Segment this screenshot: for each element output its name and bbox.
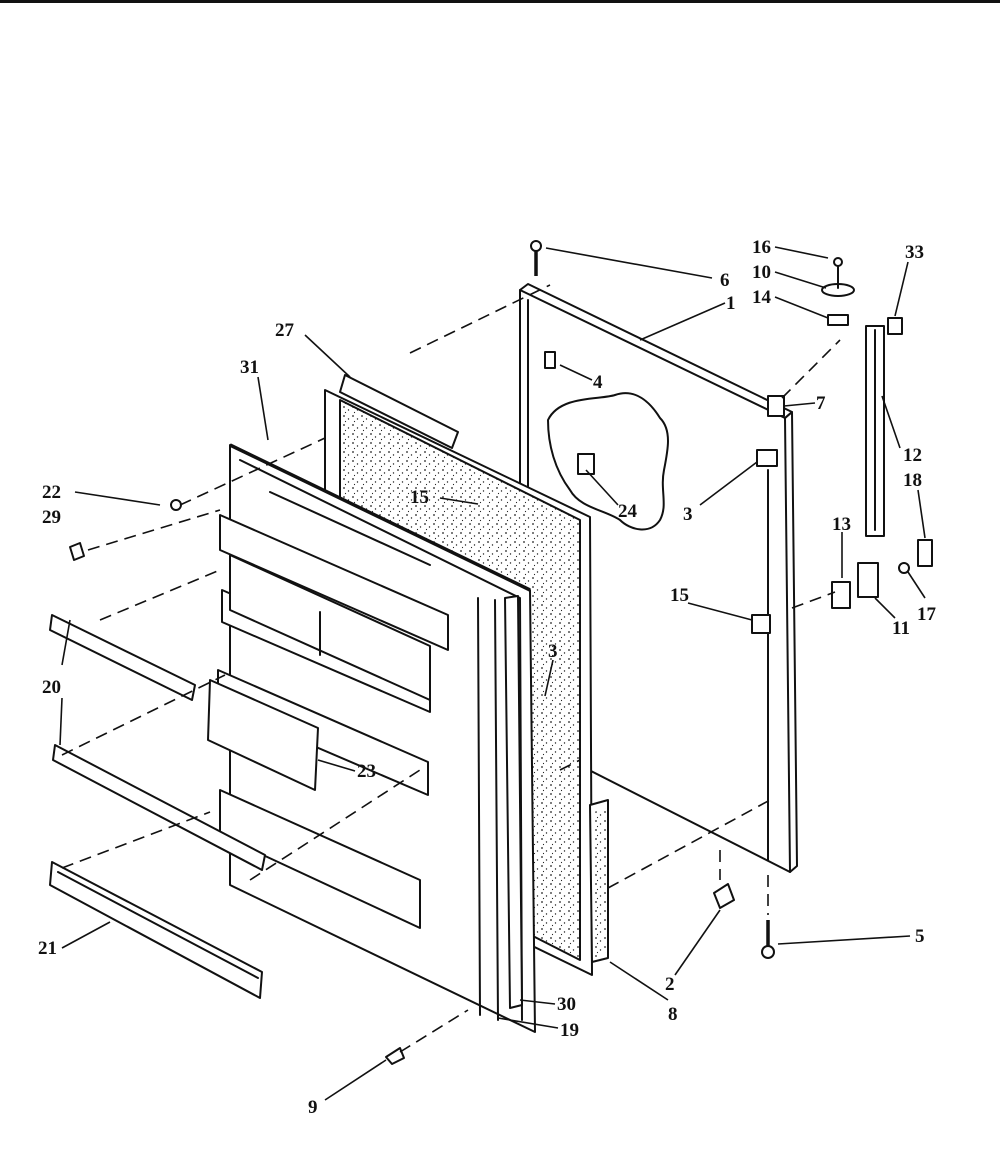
- callout-22: 22: [42, 482, 61, 503]
- door-handle: [821, 257, 933, 609]
- callout-9: 9: [308, 1097, 318, 1118]
- shelf-rails: [49, 614, 266, 999]
- callout-2: 2: [665, 974, 675, 995]
- leader-lines: [59, 246, 926, 1101]
- callout-29: 29: [42, 507, 61, 528]
- callout-15-a: 15: [410, 487, 429, 508]
- callout-6: 6: [720, 270, 730, 291]
- callout-31: 31: [240, 357, 259, 378]
- callout-11: 11: [892, 618, 910, 639]
- callout-3-b: 3: [548, 641, 558, 662]
- callout-12: 12: [903, 445, 922, 466]
- callout-17: 17: [917, 604, 937, 625]
- callout-5: 5: [915, 926, 925, 947]
- alignment-lines: [61, 284, 841, 1053]
- callout-21: 21: [38, 938, 57, 959]
- callout-18: 18: [903, 470, 922, 491]
- callout-8: 8: [668, 1004, 678, 1025]
- callout-13: 13: [832, 514, 851, 535]
- small-parts: [69, 499, 182, 561]
- callout-33: 33: [905, 242, 924, 263]
- callout-4: 4: [593, 372, 603, 393]
- callout-16: 16: [752, 237, 771, 258]
- callout-30: 30: [557, 994, 576, 1015]
- callout-20: 20: [42, 677, 61, 698]
- callout-1: 1: [726, 293, 736, 314]
- callout-27: 27: [275, 320, 295, 341]
- screws: [385, 240, 775, 1065]
- callout-24: 24: [618, 501, 638, 522]
- callout-labels: 16 33 10 6 14 1 27 31 4 7 12 22 18 29 15…: [38, 237, 937, 1118]
- callout-19: 19: [560, 1020, 579, 1041]
- door-liner: [207, 443, 536, 1033]
- callout-7: 7: [816, 393, 826, 414]
- callout-23: 23: [357, 761, 376, 782]
- door-gasket: [504, 595, 523, 1009]
- callout-15-b: 15: [670, 585, 689, 606]
- callout-14: 14: [752, 287, 772, 308]
- callout-10: 10: [752, 262, 771, 283]
- top-edge-marks: [0, 0, 1000, 3]
- callout-3-a: 3: [683, 504, 693, 525]
